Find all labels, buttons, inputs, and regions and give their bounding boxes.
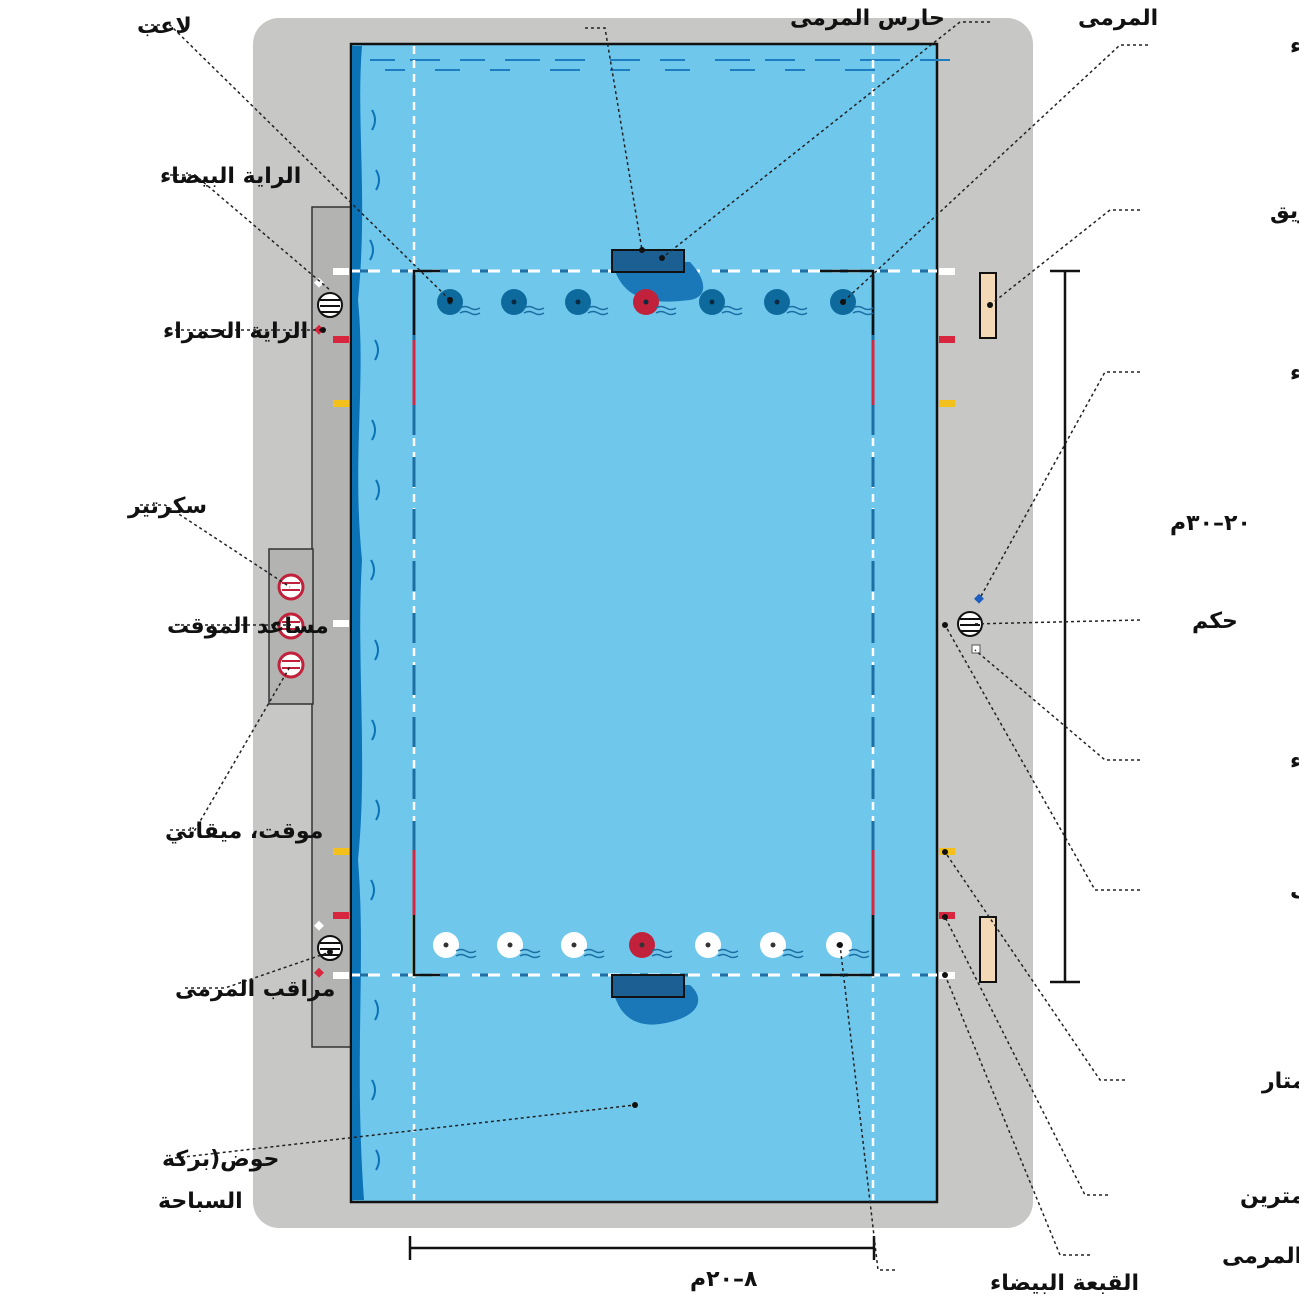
blue-team-player	[699, 289, 743, 316]
leader-lines	[140, 21, 1148, 1271]
label-white-flag-right: الراية البيضاء	[1290, 749, 1299, 774]
label-four-m-line: خط ٤ أمتار	[1261, 1065, 1299, 1094]
white-team-player	[433, 932, 477, 959]
width-dimension	[408, 1236, 876, 1260]
label-blue-cap: القبعة الزرقاء	[1290, 34, 1299, 59]
label-goal: المرمى	[1078, 6, 1158, 31]
label-goal-judge: مراقب المرمى	[175, 977, 335, 1002]
label-player: لاعب	[137, 14, 192, 39]
top-goal	[611, 249, 685, 273]
white-team-player	[561, 932, 605, 959]
white-team-player	[695, 932, 739, 959]
label-dim-length: ٢٠–٣٠م	[1170, 511, 1251, 536]
label-timer-assistant: مساعد الموقت	[167, 614, 329, 639]
label-blue-flag: الراية الزرقاء	[1290, 361, 1299, 386]
label-goalkeeper: حارس المرمى	[790, 6, 945, 31]
label-timekeeper: موقت، ميقاتي	[165, 819, 323, 844]
label-pool-1: حوض(بركة	[162, 1147, 279, 1172]
blue-team-player	[565, 289, 609, 316]
length-dimension	[1050, 269, 1080, 984]
label-red-flag: الراية الحمراء	[163, 319, 308, 344]
label-secretary: سكرتير	[127, 494, 207, 519]
label-referee: حكم	[1192, 609, 1238, 634]
wave-marks	[369, 109, 380, 1171]
team-bench-bottom	[979, 916, 997, 983]
white-team-player	[497, 932, 541, 959]
table-officials	[277, 573, 305, 679]
deck-markers-left	[333, 268, 349, 979]
label-dim-width: ٨–٢٠م	[690, 1267, 758, 1292]
label-team-bench: مقعد الفريق	[1270, 199, 1299, 224]
label-white-flag-left: الراية البيضاء	[160, 164, 301, 189]
label-half-line: خط المنتصف	[1290, 879, 1299, 904]
blue-team-player	[764, 289, 808, 316]
blue-team-goalkeeper	[633, 289, 677, 316]
goal-judge-top	[314, 277, 343, 335]
label-goal-line: خط المرمى	[1222, 1244, 1299, 1269]
label-two-m-line: خط المترين	[1240, 1184, 1299, 1209]
white-team-goalkeeper	[629, 932, 673, 959]
top-waves	[370, 59, 950, 71]
leader-dots	[320, 247, 993, 1108]
blue-team-player	[501, 289, 545, 316]
pool-edge-shading	[352, 46, 364, 1200]
white-team-player	[760, 932, 804, 959]
bottom-goal	[611, 974, 685, 998]
label-white-cap: القبعة البيضاء	[990, 1271, 1139, 1296]
label-pool-2: السباحة	[158, 1189, 243, 1214]
